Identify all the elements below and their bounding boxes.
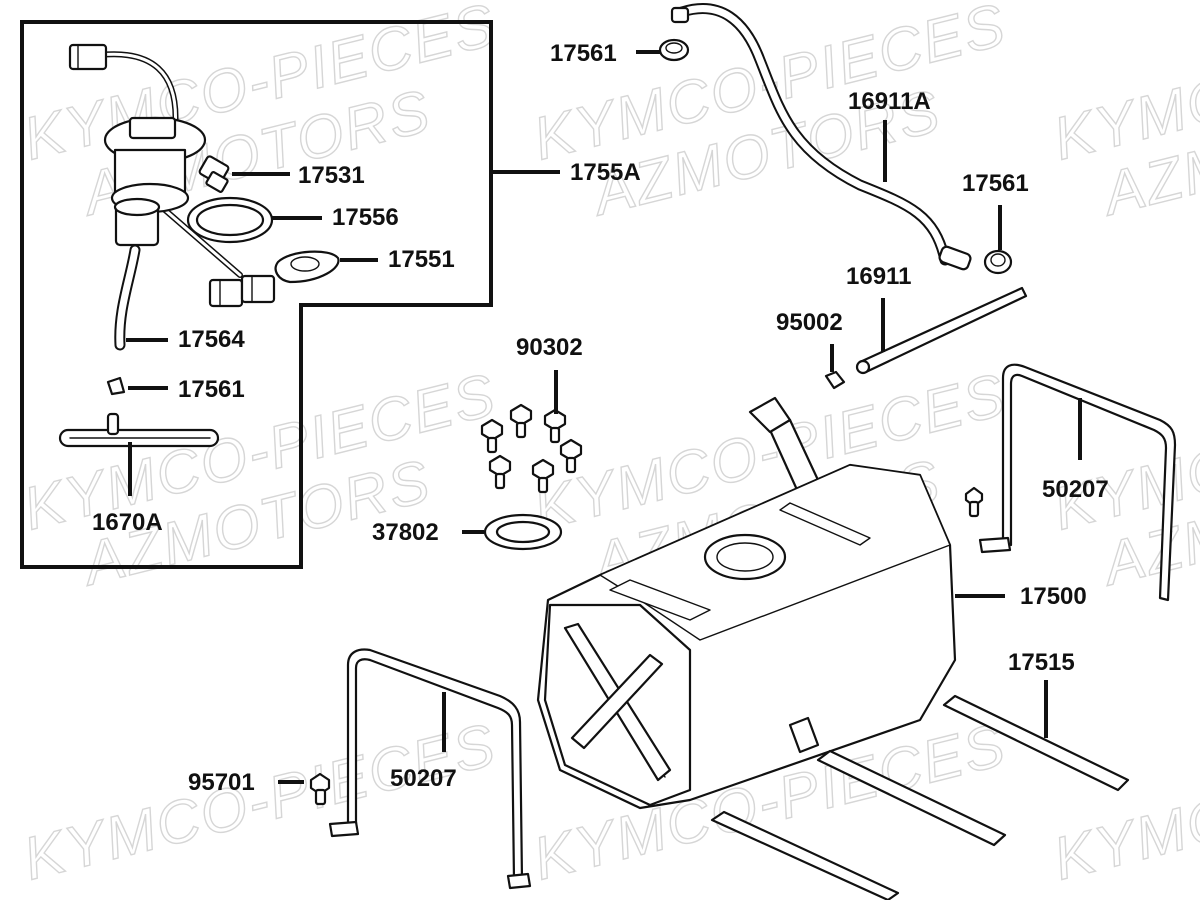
label-1670A: 1670A <box>92 509 163 536</box>
label-90302: 90302 <box>516 334 583 361</box>
o-ring-17556 <box>186 196 274 244</box>
label-17500: 17500 <box>1020 583 1087 610</box>
label-95002: 95002 <box>776 309 843 336</box>
wire-connectors <box>208 274 276 308</box>
fitting-17531 <box>198 155 230 193</box>
label-17515: 17515 <box>1008 649 1075 676</box>
bolts-90302 <box>480 403 583 494</box>
clamp-17561-top <box>658 38 690 62</box>
label-16911: 16911 <box>846 263 911 290</box>
label-95701: 95701 <box>188 769 255 796</box>
label-50207-right: 50207 <box>1042 476 1109 503</box>
strap-50207-right <box>964 363 1177 602</box>
clip-95002 <box>824 370 846 390</box>
strainer-1670A <box>58 412 220 448</box>
label-17561-top: 17561 <box>550 40 617 67</box>
inset-box-outline <box>20 20 493 569</box>
watermark-text: KYMCO-PIECES <box>1047 710 1200 892</box>
label-17561-inset: 17561 <box>178 376 245 403</box>
label-50207-left: 50207 <box>390 765 457 792</box>
fuel-tank-17500 <box>536 396 957 810</box>
label-37802: 37802 <box>372 519 439 546</box>
label-16911A: 16911A <box>848 88 931 115</box>
strap-50207-left <box>328 648 532 890</box>
label-17531: 17531 <box>298 162 365 189</box>
label-17551: 17551 <box>388 246 455 273</box>
leader-lines <box>126 50 1082 784</box>
tube-16911 <box>855 286 1028 375</box>
pads-17515 <box>710 694 1130 902</box>
fuel-pump-assembly <box>103 116 207 351</box>
part-number-labels: 17561 16911A 17561 17531 1755A 17556 175… <box>92 40 1109 796</box>
sender-plate-17551 <box>274 250 340 284</box>
label-17564: 17564 <box>178 326 245 353</box>
label-1755A: 1755A <box>570 159 641 186</box>
label-17556: 17556 <box>332 204 399 231</box>
clamp-17561-right <box>983 249 1013 275</box>
fuel-pump-wiring <box>68 43 243 278</box>
label-17561-right: 17561 <box>962 170 1029 197</box>
hose-16911A <box>670 3 972 271</box>
watermark-text: KYMCO-PIECES <box>17 710 503 892</box>
clip-17561-inset <box>106 376 126 396</box>
bolt-95701 <box>309 772 331 806</box>
gasket-37802 <box>483 513 563 551</box>
